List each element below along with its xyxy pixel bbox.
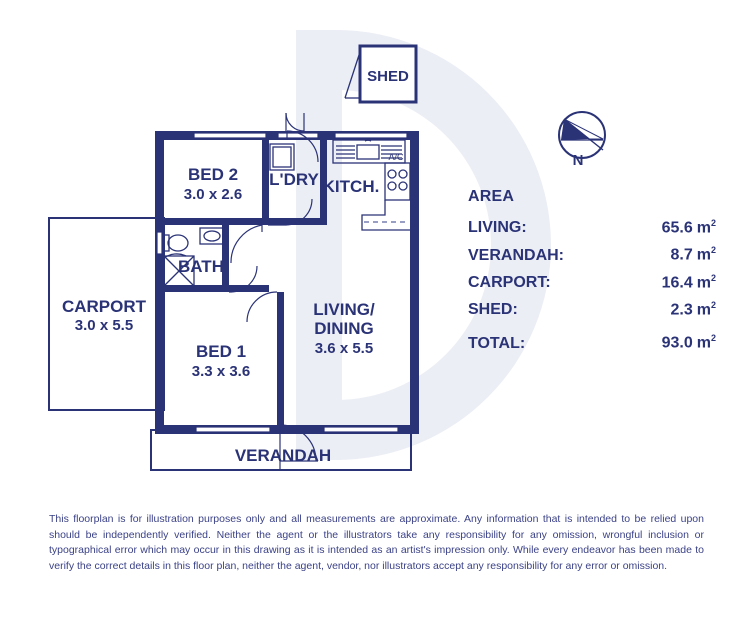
aircon-label: A/C: [388, 152, 404, 162]
bathroom-fixtures: [163, 227, 225, 287]
room-label-living2: DINING: [314, 319, 374, 338]
area-label-shed: SHED:: [468, 301, 518, 319]
area-label-total: TOTAL:: [468, 334, 526, 352]
laundry-fixtures: [269, 143, 295, 171]
room-label-shed: SHED: [367, 68, 409, 85]
room-label-bed2: BED 2: [188, 165, 238, 184]
room-label-ldry: L'DRY: [269, 170, 319, 189]
area-label-carport: CARPORT:: [468, 273, 551, 291]
room-dim-bed2: 3.0 x 2.6: [184, 186, 242, 203]
disclaimer-text: This floorplan is for illustration purpo…: [49, 513, 704, 572]
room-label-living: LIVING/: [313, 300, 375, 319]
compass-north-icon: [558, 111, 606, 159]
room-label-bed1: BED 1: [196, 342, 246, 361]
room-label-bath: BATH: [178, 257, 224, 276]
area-table-title: AREA: [468, 188, 515, 205]
room-dim-carport: 3.0 x 5.5: [75, 317, 133, 334]
area-label-verandah: VERANDAH:: [468, 246, 564, 264]
area-label-living: LIVING:: [468, 219, 527, 237]
room-label-carport: CARPORT: [62, 297, 147, 316]
room-dim-bed1: 3.3 x 3.6: [192, 363, 250, 380]
room-label-kitchen: KITCH.: [323, 177, 380, 196]
room-dim-living: 3.6 x 5.5: [315, 340, 373, 357]
room-label-verandah: VERANDAH: [235, 446, 331, 465]
compass-north-label: N: [572, 152, 584, 169]
